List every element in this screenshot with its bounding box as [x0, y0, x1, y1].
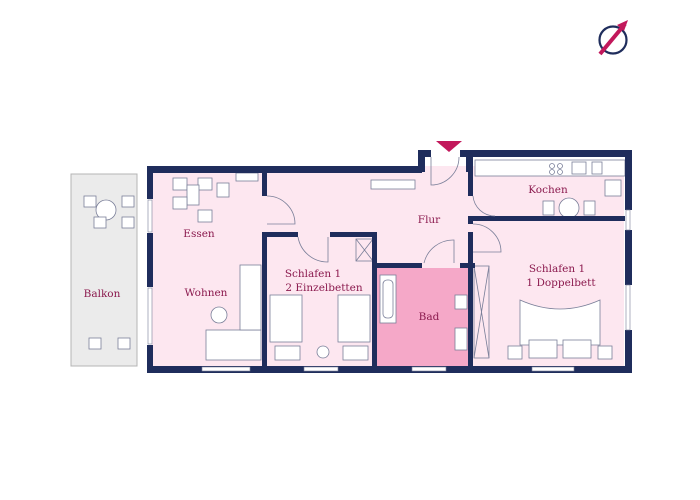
windows	[147, 199, 631, 372]
label-schlafen-a-line2: 2 Einzelbetten	[285, 282, 362, 294]
label-schlafen-b-line1: Schlafen 1	[529, 263, 585, 275]
bathroom-fixtures	[379, 274, 468, 351]
living-furniture	[205, 264, 262, 361]
label-flur: Flur	[418, 214, 441, 226]
hallway-furniture	[370, 179, 416, 190]
label-schlafen-b-line2: 1 Doppelbett	[526, 277, 596, 289]
label-balkon: Balkon	[84, 288, 121, 300]
label-schlafen-a-line1: Schlafen 1	[285, 268, 341, 280]
bedroom-a-furniture	[269, 238, 374, 361]
label-wohnen: Wohnen	[185, 287, 228, 299]
entrance-triangle-icon	[436, 141, 462, 152]
label-essen: Essen	[183, 228, 215, 240]
doors	[266, 156, 502, 264]
walls	[147, 150, 632, 373]
kitchen-fixtures	[474, 159, 626, 219]
dining-furniture	[172, 172, 259, 223]
bedroom-b-furniture	[473, 265, 613, 360]
label-kochen: Kochen	[528, 184, 568, 196]
label-bad: Bad	[419, 311, 440, 323]
compass-north-arrow-icon	[598, 20, 628, 56]
balcony-furniture	[83, 195, 135, 350]
